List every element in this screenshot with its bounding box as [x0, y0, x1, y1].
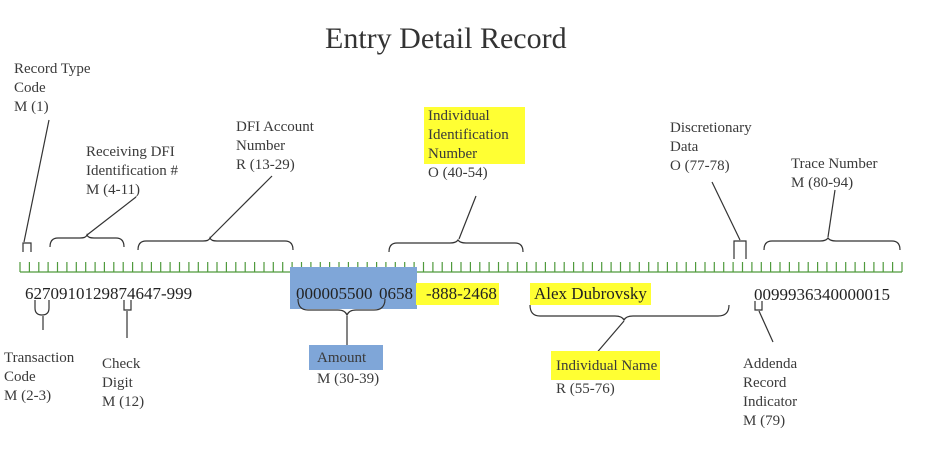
diagram-title: Entry Detail Record: [325, 22, 567, 55]
line-discretionary: [711, 181, 741, 241]
brace-discretionary: [733, 240, 747, 259]
line-record-type: [23, 119, 50, 243]
brace-transaction-code: [34, 300, 50, 316]
line-receiving-dfi: [86, 196, 137, 236]
brace-check-digit: [123, 300, 132, 311]
brace-receiving-dfi: [49, 233, 125, 248]
brace-record-type: [22, 242, 32, 252]
record-part1: 6270910129874647-999: [25, 284, 193, 303]
label-dfi-account: DFI Account Number R (13-29): [236, 119, 314, 173]
label-receiving-dfi: Receiving DFI Identification # M (4-11): [86, 144, 179, 198]
label-amount: Amount M (30-39): [309, 345, 383, 389]
record-amount-digits: 000005500: [296, 284, 373, 303]
label-transaction-code: Transaction Code M (2-3): [4, 350, 75, 404]
label-discretionary-data: Discretionary Data O (77-78): [670, 120, 752, 174]
brace-dfi-account: [137, 236, 294, 251]
brace-trace: [763, 236, 901, 251]
line-dfi-account: [209, 175, 273, 239]
label-individual-id: Individual Identification Number O (40-5…: [424, 107, 525, 183]
label-check-digit: Check Digit M (12): [102, 356, 145, 410]
label-individual-name: Individual Name R (55-76): [551, 351, 661, 399]
record-name: Alex Dubrovsky: [530, 283, 651, 305]
brace-addenda: [754, 301, 763, 311]
label-record-type-code: Record Type Code M (1): [14, 61, 91, 115]
label-trace-number: Trace Number M (80-94): [791, 156, 878, 191]
record-id-rest: -888-2468: [416, 283, 499, 305]
line-individual-name: [593, 320, 625, 357]
brace-individual-id: [388, 238, 524, 253]
amount-highlight-box: [290, 267, 417, 309]
line-addenda: [758, 310, 774, 343]
line-individual-id: [458, 195, 477, 240]
brace-amount: [297, 298, 386, 317]
record-trace: 0099936340000015: [754, 285, 890, 304]
position-ruler: [19, 262, 903, 273]
brace-individual-name: [529, 304, 730, 322]
line-trace: [827, 189, 836, 238]
record-id-prefix: 0658: [379, 284, 413, 303]
label-addenda-record-indicator: Addenda Record Indicator M (79): [743, 356, 798, 429]
